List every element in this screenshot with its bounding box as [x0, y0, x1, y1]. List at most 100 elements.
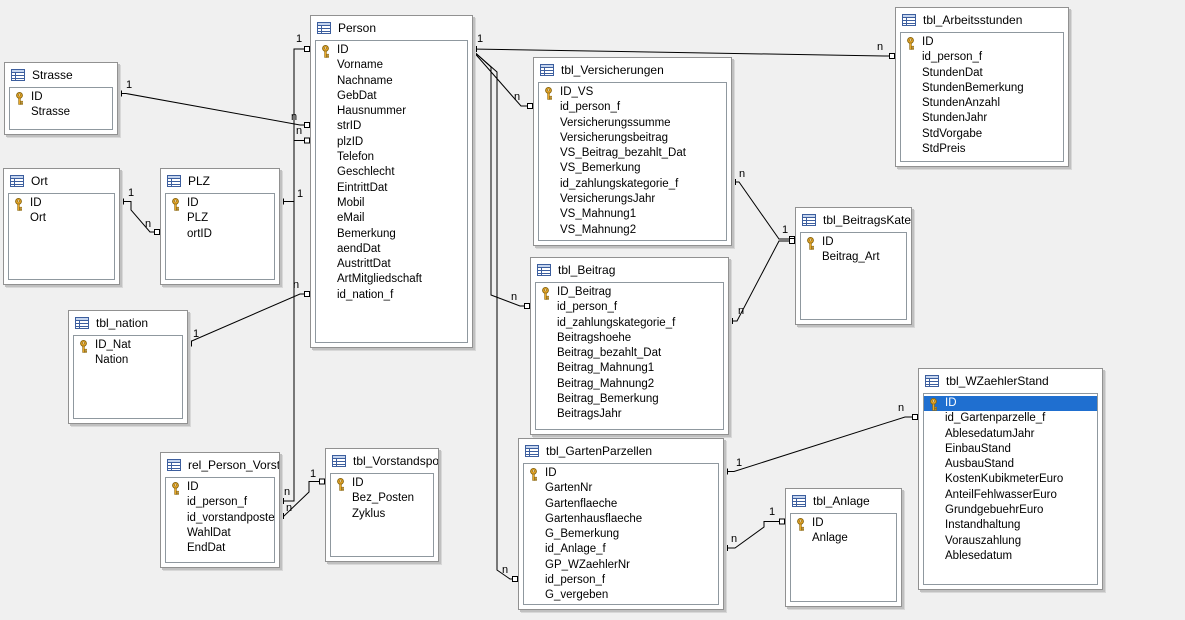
- field-tbl_wzaehlerstand-Ablesedatum[interactable]: Ablesedatum: [924, 549, 1097, 564]
- field-plz-PLZ[interactable]: PLZ: [166, 211, 274, 226]
- field-tbl_wzaehlerstand-Instandhaltung[interactable]: Instandhaltung: [924, 518, 1097, 533]
- field-plz-ID[interactable]: ID: [166, 196, 274, 211]
- relationship-line[interactable]: [470, 48, 895, 57]
- field-tbl_versicherungen-Versicherungsbeitrag[interactable]: Versicherungsbeitrag: [539, 131, 726, 146]
- entity-title-plz[interactable]: PLZ: [161, 169, 279, 192]
- field-tbl_wzaehlerstand-Vorauszahlung[interactable]: Vorauszahlung: [924, 534, 1097, 549]
- field-person-Nachname[interactable]: Nachname: [316, 74, 467, 89]
- field-tbl_gartenparzellen-id_person_f[interactable]: id_person_f: [524, 573, 718, 588]
- field-tbl_beitrag-Beitrag_Mahnung1[interactable]: Beitrag_Mahnung1: [536, 361, 723, 376]
- field-plz-ortID[interactable]: ortID: [166, 227, 274, 242]
- field-tbl_gartenparzellen-G_Bemerkung[interactable]: G_Bemerkung: [524, 527, 718, 542]
- field-person-GebDat[interactable]: GebDat: [316, 89, 467, 104]
- relationship-tbl_beitragskateg-tbl_beitrag[interactable]: n: [727, 238, 795, 324]
- field-tbl_versicherungen-id_person_f[interactable]: id_person_f: [539, 100, 726, 115]
- relationship-tbl_anlage-tbl_gartenparzellen[interactable]: 1n: [722, 506, 785, 551]
- field-person-AustrittDat[interactable]: AustrittDat: [316, 257, 467, 272]
- field-tbl_gartenparzellen-Gartenhausflaeche[interactable]: Gartenhausflaeche: [524, 512, 718, 527]
- field-person-strID[interactable]: strID: [316, 119, 467, 134]
- field-tbl_beitrag-Beitragshoehe[interactable]: Beitragshoehe: [536, 331, 723, 346]
- relationship-tbl_nation-person[interactable]: 1n: [185, 279, 310, 347]
- entity-title-rel_person_vorstand[interactable]: rel_Person_Vorsta: [161, 453, 279, 476]
- field-tbl_wzaehlerstand-GrundgebuehrEuro[interactable]: GrundgebuehrEuro: [924, 503, 1097, 518]
- field-tbl_gartenparzellen-GP_WZaehlerNr[interactable]: GP_WZaehlerNr: [524, 558, 718, 573]
- entity-title-tbl_wzaehlerstand[interactable]: tbl_WZaehlerStand: [919, 369, 1102, 392]
- field-strasse-ID[interactable]: ID: [10, 90, 112, 105]
- field-tbl_arbeitsstunden-StundenJahr[interactable]: StundenJahr: [901, 111, 1063, 126]
- entity-title-tbl_anlage[interactable]: tbl_Anlage: [786, 489, 901, 512]
- field-tbl_versicherungen-VS_Mahnung1[interactable]: VS_Mahnung1: [539, 207, 726, 222]
- relationship-ort-plz[interactable]: 1n: [118, 187, 160, 235]
- relationship-line[interactable]: [470, 48, 533, 107]
- relationship-person-rel_person_vorstand[interactable]: 1n: [278, 33, 310, 504]
- field-tbl_wzaehlerstand-AnteilFehlwasserEuro[interactable]: AnteilFehlwasserEuro: [924, 488, 1097, 503]
- field-tbl_arbeitsstunden-StundenBemerkung[interactable]: StundenBemerkung: [901, 81, 1063, 96]
- entity-title-tbl_vorstandspos[interactable]: tbl_Vorstandspos: [326, 449, 438, 472]
- field-tbl_versicherungen-VS_Beitrag_bezahlt_Dat[interactable]: VS_Beitrag_bezahlt_Dat: [539, 146, 726, 161]
- field-tbl_versicherungen-id_zahlungskategorie_f[interactable]: id_zahlungskategorie_f: [539, 177, 726, 192]
- field-tbl_gartenparzellen-G_vergeben[interactable]: G_vergeben: [524, 588, 718, 603]
- entity-title-tbl_versicherungen[interactable]: tbl_Versicherungen: [534, 58, 731, 81]
- relationship-person-tbl_gartenparzellen[interactable]: n: [470, 46, 518, 582]
- field-tbl_wzaehlerstand-KostenKubikmeterEuro[interactable]: KostenKubikmeterEuro: [924, 472, 1097, 487]
- relationship-tbl_vorstandspos-rel_person_vorstand[interactable]: 1n: [278, 468, 325, 519]
- field-person-Geschlecht[interactable]: Geschlecht: [316, 165, 467, 180]
- field-tbl_wzaehlerstand-AusbauStand[interactable]: AusbauStand: [924, 457, 1097, 472]
- field-tbl_beitrag-ID_Beitrag[interactable]: ID_Beitrag: [536, 285, 723, 300]
- field-tbl_arbeitsstunden-StdVorgabe[interactable]: StdVorgabe: [901, 127, 1063, 142]
- field-tbl_arbeitsstunden-StdPreis[interactable]: StdPreis: [901, 142, 1063, 157]
- relationship-line[interactable]: [118, 201, 160, 233]
- field-rel_person_vorstand-EndDat[interactable]: EndDat: [166, 541, 274, 556]
- field-tbl_anlage-ID[interactable]: ID: [791, 516, 896, 531]
- field-tbl_beitrag-Beitrag_Mahnung2[interactable]: Beitrag_Mahnung2: [536, 377, 723, 392]
- field-tbl_beitragskateg-Beitrag_Art[interactable]: Beitrag_Art: [801, 250, 906, 265]
- field-tbl_nation-Nation[interactable]: Nation: [74, 353, 182, 368]
- field-tbl_arbeitsstunden-ID[interactable]: ID: [901, 35, 1063, 50]
- field-rel_person_vorstand-ID[interactable]: ID: [166, 480, 274, 495]
- field-tbl_wzaehlerstand-ID[interactable]: ID: [924, 396, 1097, 412]
- field-tbl_versicherungen-ID_VS[interactable]: ID_VS: [539, 85, 726, 100]
- relationship-line[interactable]: [278, 481, 325, 517]
- field-rel_person_vorstand-id_person_f[interactable]: id_person_f: [166, 495, 274, 510]
- field-tbl_arbeitsstunden-StundenDat[interactable]: StundenDat: [901, 66, 1063, 81]
- field-rel_person_vorstand-WahlDat[interactable]: WahlDat: [166, 526, 274, 541]
- relationship-line[interactable]: [730, 181, 795, 240]
- field-person-Hausnummer[interactable]: Hausnummer: [316, 104, 467, 119]
- field-tbl_gartenparzellen-Gartenflaeche[interactable]: Gartenflaeche: [524, 497, 718, 512]
- field-tbl_beitrag-Beitrag_bezahlt_Dat[interactable]: Beitrag_bezahlt_Dat: [536, 346, 723, 361]
- relationship-line[interactable]: [722, 521, 785, 549]
- field-ort-Ort[interactable]: Ort: [9, 211, 114, 226]
- field-person-Bemerkung[interactable]: Bemerkung: [316, 227, 467, 242]
- field-tbl_gartenparzellen-GartenNr[interactable]: GartenNr: [524, 481, 718, 496]
- field-person-plzID[interactable]: plzID: [316, 135, 467, 150]
- field-ort-ID[interactable]: ID: [9, 196, 114, 211]
- entity-title-tbl_nation[interactable]: tbl_nation: [69, 311, 187, 334]
- field-tbl_versicherungen-VS_Bemerkung[interactable]: VS_Bemerkung: [539, 161, 726, 176]
- field-tbl_versicherungen-VS_Mahnung2[interactable]: VS_Mahnung2: [539, 223, 726, 238]
- field-tbl_nation-ID_Nat[interactable]: ID_Nat: [74, 338, 182, 353]
- field-tbl_arbeitsstunden-StundenAnzahl[interactable]: StundenAnzahl: [901, 96, 1063, 111]
- entity-title-tbl_beitragskateg[interactable]: tbl_BeitragsKateg: [796, 208, 911, 231]
- field-person-eMail[interactable]: eMail: [316, 211, 467, 226]
- field-tbl_beitrag-id_zahlungskategorie_f[interactable]: id_zahlungskategorie_f: [536, 316, 723, 331]
- entity-title-ort[interactable]: Ort: [4, 169, 119, 192]
- entity-title-tbl_arbeitsstunden[interactable]: tbl_Arbeitsstunden: [896, 8, 1068, 31]
- field-tbl_wzaehlerstand-EinbauStand[interactable]: EinbauStand: [924, 442, 1097, 457]
- field-person-aendDat[interactable]: aendDat: [316, 242, 467, 257]
- field-tbl_wzaehlerstand-AblesedatumJahr[interactable]: AblesedatumJahr: [924, 427, 1097, 442]
- field-rel_person_vorstand-id_vorstandposte[interactable]: id_vorstandposte: [166, 511, 274, 526]
- entity-title-tbl_beitrag[interactable]: tbl_Beitrag: [531, 258, 728, 281]
- field-tbl_versicherungen-VersicherungsJahr[interactable]: VersicherungsJahr: [539, 192, 726, 207]
- relationship-strasse-person[interactable]: 1n: [116, 79, 310, 128]
